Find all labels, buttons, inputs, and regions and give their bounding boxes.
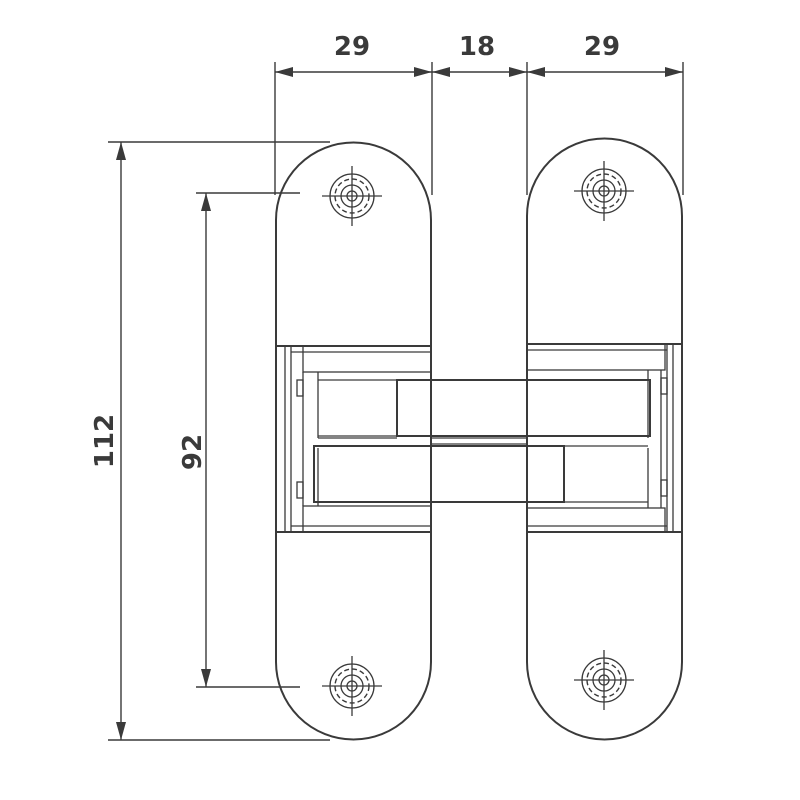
left-hinge-body — [275, 141, 432, 741]
top-dimensions: 29 18 29 — [274, 32, 684, 195]
dim-hole-spacing: 92 — [178, 434, 208, 470]
hinge-linkage — [313, 379, 651, 503]
left-dimensions: 112 92 — [90, 141, 330, 741]
screw-hole-icon — [573, 649, 635, 711]
screw-hole-icon — [321, 655, 383, 717]
screw-hole-icon — [573, 160, 635, 222]
dim-overall-height: 112 — [90, 414, 120, 468]
dim-right-width: 29 — [584, 32, 620, 62]
screw-hole-icon — [321, 165, 383, 227]
dim-gap-width: 18 — [459, 32, 495, 62]
right-hinge-body — [526, 137, 683, 741]
dim-left-width: 29 — [334, 32, 370, 62]
